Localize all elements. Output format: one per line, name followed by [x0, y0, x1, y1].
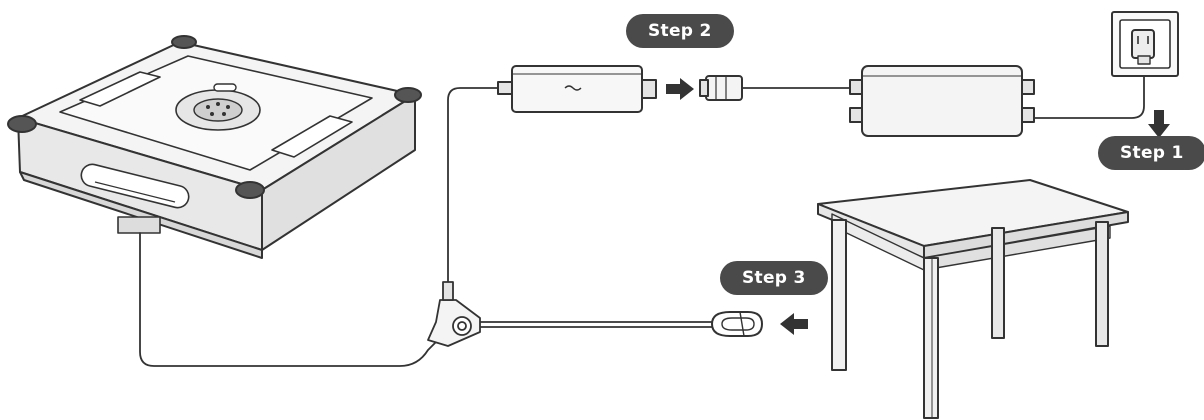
step-2-badge: Step 2 [626, 14, 734, 48]
power-adapter-icon [849, 65, 1035, 137]
carabiner-icon [711, 311, 763, 337]
y-splitter-icon [427, 281, 481, 347]
power-cable [139, 61, 1145, 367]
window-cleaning-robot-icon [7, 35, 422, 259]
arrow-icon [1148, 110, 1170, 138]
power-adapter-icon [497, 65, 657, 113]
arrow-icon [666, 78, 694, 100]
arrow-icon [780, 313, 808, 335]
table-icon [817, 179, 1129, 419]
wall-socket-icon [1111, 11, 1179, 77]
step-1-badge: Step 1 [1098, 136, 1204, 170]
plug-connector-icon [699, 75, 743, 101]
step-3-badge: Step 3 [720, 261, 828, 295]
